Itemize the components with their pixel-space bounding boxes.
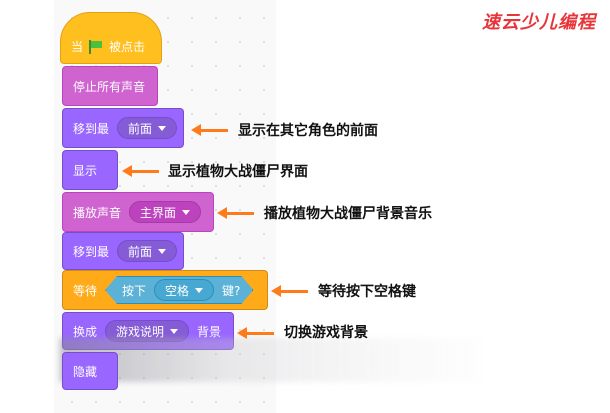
block-label: 显示 [73, 163, 98, 178]
play-sound-block[interactable]: 播放声音 主界面 [62, 192, 214, 232]
annotation-show: 显示植物大战僵尸界面 [168, 164, 308, 180]
stop-all-sounds-block[interactable]: 停止所有声音 [62, 66, 158, 106]
layer-dropdown[interactable]: 前面 [117, 240, 178, 262]
dropdown-arrow-icon [158, 125, 167, 131]
annotation-arrow-icon [271, 285, 308, 297]
dropdown-arrow-icon [158, 248, 167, 254]
block-label: 等待 [73, 283, 98, 298]
dropdown-arrow-icon [182, 209, 191, 215]
condition-suffix: 键? [222, 283, 241, 298]
block-label: 隐藏 [73, 364, 98, 379]
annotation-arrow-icon [122, 165, 159, 177]
block-suffix: 背景 [197, 324, 222, 339]
dropdown-value: 游戏说明 [116, 324, 165, 339]
block-text-suffix: 被点击 [109, 39, 146, 54]
block-label: 停止所有声音 [73, 79, 146, 94]
backdrop-dropdown[interactable]: 游戏说明 [105, 320, 190, 342]
block-text-prefix: 当 [71, 39, 84, 54]
when-flag-clicked-block[interactable]: 当 被点击 [60, 12, 162, 64]
wait-until-block[interactable]: 等待 按下 空格 键? [62, 270, 268, 310]
dropdown-value: 空格 [165, 283, 190, 298]
key-pressed-condition[interactable]: 按下 空格 键? [105, 276, 253, 304]
brand-logo: 速云少儿编程 [482, 12, 596, 33]
block-label: 移到最 [73, 244, 110, 259]
annotation-arrow-icon [237, 327, 274, 339]
green-flag-icon [89, 40, 103, 54]
sound-dropdown[interactable]: 主界面 [129, 201, 202, 223]
go-to-front-block[interactable]: 移到最 前面 [62, 232, 184, 270]
show-block[interactable]: 显示 [62, 150, 118, 190]
annotation-wait: 等待按下空格键 [318, 284, 416, 300]
block-label: 移到最 [73, 121, 110, 136]
dropdown-value: 前面 [128, 244, 153, 259]
annotation-sound: 播放植物大战僵尸背景音乐 [264, 206, 432, 222]
dropdown-value: 前面 [128, 121, 153, 136]
dropdown-arrow-icon [195, 288, 203, 293]
go-to-front-block[interactable]: 移到最 前面 [62, 108, 184, 148]
annotation-arrow-icon [217, 207, 254, 219]
dropdown-value: 主界面 [140, 205, 177, 220]
layer-dropdown[interactable]: 前面 [117, 117, 178, 139]
block-label: 播放声音 [73, 205, 122, 220]
blurred-region [60, 338, 480, 382]
annotation-arrow-icon [191, 124, 228, 136]
dropdown-arrow-icon [170, 328, 179, 334]
key-dropdown[interactable]: 空格 [154, 279, 214, 301]
hide-block[interactable]: 隐藏 [62, 352, 118, 390]
annotation-backdrop: 切换游戏背景 [284, 325, 368, 341]
annotation-front: 显示在其它角色的前面 [238, 123, 378, 139]
condition-text: 按下 [122, 283, 147, 298]
block-label: 换成 [73, 324, 98, 339]
